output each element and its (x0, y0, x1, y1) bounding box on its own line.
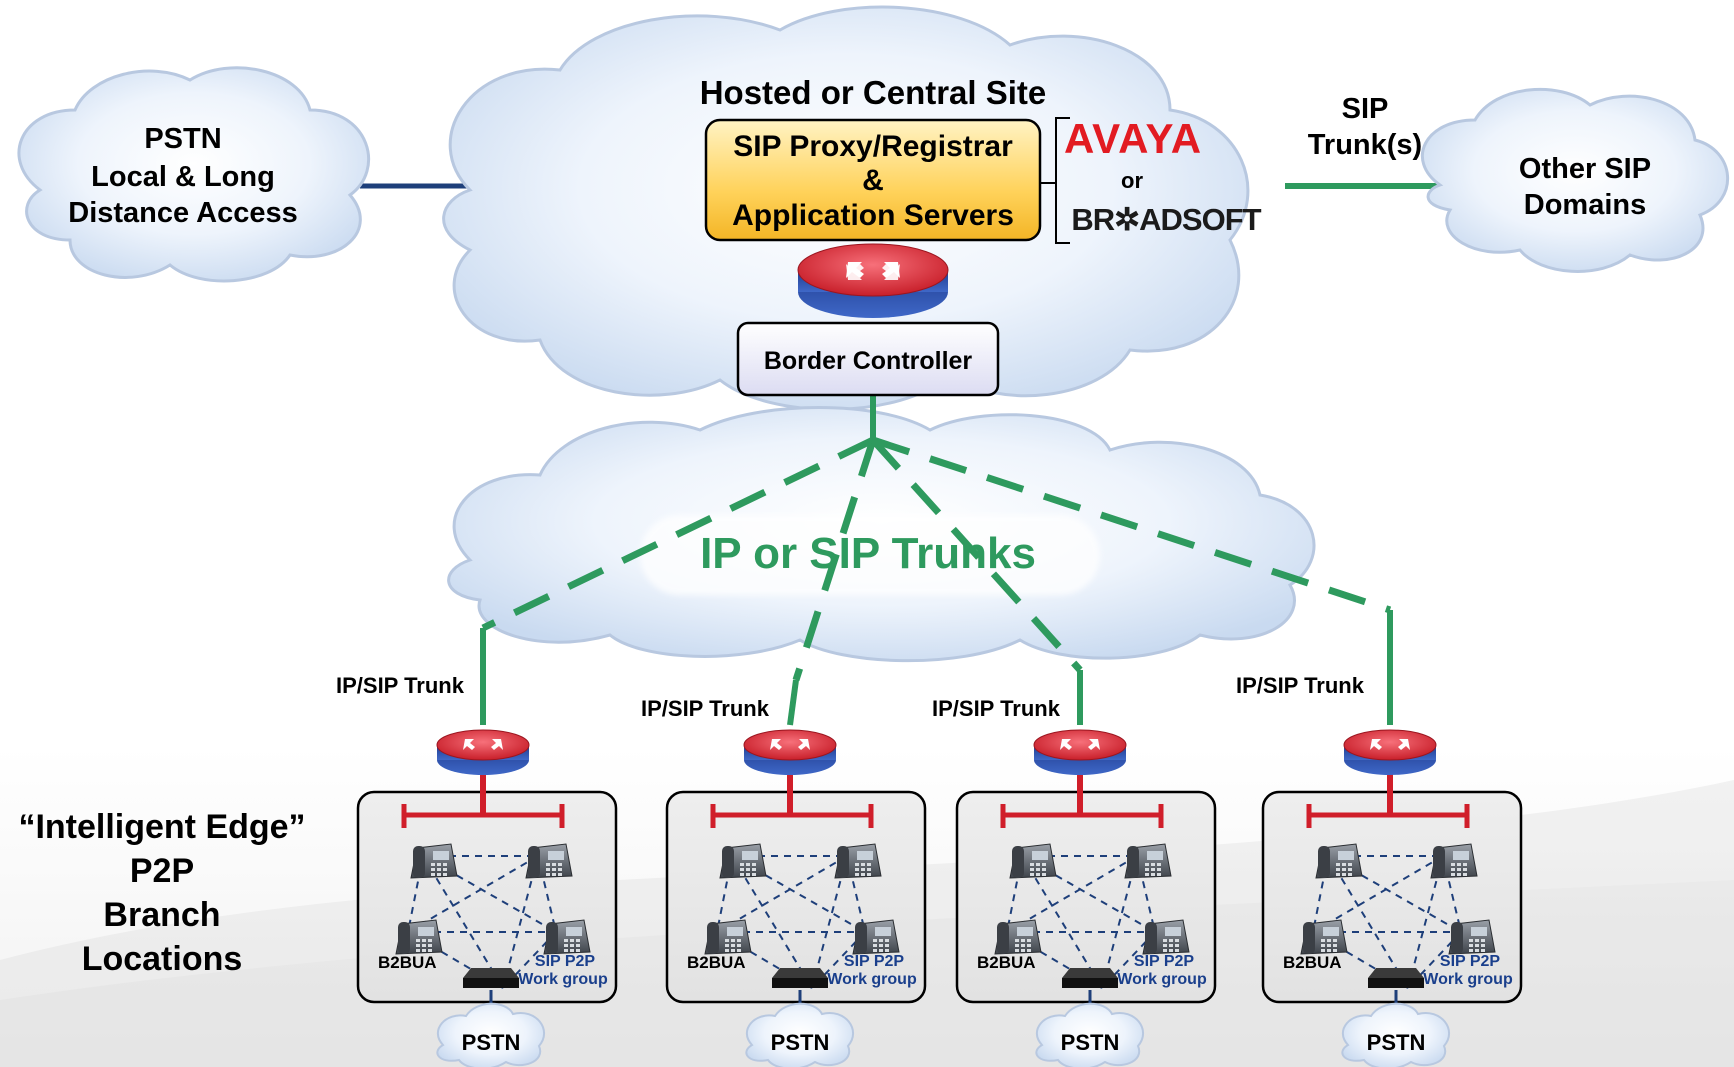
vendor-or: or (1121, 168, 1143, 193)
ip-phone-icon (852, 919, 900, 955)
server-line2: & (862, 164, 884, 197)
workgroup-label-line2: Work group (1117, 971, 1207, 988)
dashed-trunks (481, 436, 1392, 682)
branch-router-icon (1343, 729, 1437, 775)
b2bua-label: B2BUA (378, 953, 437, 972)
dashed-trunk-1 (481, 436, 875, 632)
b2bua-label: B2BUA (687, 953, 746, 972)
trunk-label: IP/SIP Trunk (336, 673, 465, 698)
pstn-cloud-line3: Distance Access (68, 197, 297, 229)
branch-router-icon (436, 729, 530, 775)
trunk-label: IP/SIP Trunk (932, 696, 1061, 721)
b2bua-label: B2BUA (1283, 953, 1342, 972)
sip-trunks-line1: SIP (1342, 93, 1389, 125)
ip-phone-icon (719, 843, 767, 879)
pstn-cloud-line2: Local & Long (91, 161, 275, 193)
edge-label-line3: Branch (103, 896, 220, 934)
ip-phone-icon (1315, 843, 1363, 879)
workgroup-label-line2: Work group (827, 971, 917, 988)
workgroup-label-line1: SIP P2P (1440, 953, 1501, 970)
branch-pstn-cloud (1035, 1002, 1145, 1067)
branch-pstn-label: PSTN (1367, 1030, 1426, 1055)
branch-router-icon (1033, 729, 1127, 775)
ip-phone-icon (1124, 843, 1172, 879)
gateway-icon (463, 968, 519, 988)
branch-pstn-label: PSTN (771, 1030, 830, 1055)
ip-phone-icon (704, 919, 752, 955)
trunks-cloud (447, 406, 1316, 663)
workgroup-label-line1: SIP P2P (1134, 953, 1195, 970)
pstn-cloud (17, 66, 370, 283)
app-server-box (704, 118, 1042, 242)
vendor-bracket (1040, 117, 1070, 244)
ip-phone-icon (543, 919, 591, 955)
border-controller-box (736, 321, 1000, 397)
ip-phone-icon (395, 919, 443, 955)
workgroup-label-line1: SIP P2P (844, 953, 905, 970)
ip-phone-icon (1142, 919, 1190, 955)
workgroup-label-line2: Work group (1423, 971, 1513, 988)
gateway-icon (1368, 968, 1424, 988)
branch-router-icon (743, 729, 837, 775)
dashed-trunk-4 (871, 436, 1392, 614)
ip-phone-icon (525, 843, 573, 879)
trunk-label: IP/SIP Trunk (641, 696, 770, 721)
other-sip-line1: Other SIP (1519, 153, 1651, 185)
avaya-logo: AVAYA (1064, 115, 1202, 162)
gateway-icon (772, 968, 828, 988)
border-controller-label: Border Controller (764, 347, 973, 375)
other-sip-cloud (1420, 87, 1729, 273)
dashed-trunk-2 (792, 438, 877, 682)
workgroup-label-line2: Work group (518, 971, 608, 988)
ip-phone-icon (1300, 919, 1348, 955)
branch-pstn-cloud (745, 1002, 855, 1067)
b2bua-label: B2BUA (977, 953, 1036, 972)
branch-pstn-label: PSTN (1061, 1030, 1120, 1055)
edge-label-line1: “Intelligent Edge” (18, 808, 305, 846)
edge-label-line4: Locations (82, 940, 243, 978)
ip-phone-icon (994, 919, 1042, 955)
ip-phone-icon (1448, 919, 1496, 955)
broadsoft-logo: BR✲ADSOFT (1071, 202, 1261, 237)
ip-phone-icon (1430, 843, 1478, 879)
central-site-title: Hosted or Central Site (700, 74, 1047, 111)
main-router-icon (797, 243, 949, 318)
gateway-icon (1062, 968, 1118, 988)
trunk-label: IP/SIP Trunk (1236, 673, 1365, 698)
branch-pstn-label: PSTN (462, 1030, 521, 1055)
trunk-drops (480, 610, 1393, 726)
ip-phone-icon (1009, 843, 1057, 879)
branch-pstn-cloud (1341, 1002, 1451, 1067)
pstn-cloud-line1: PSTN (144, 123, 221, 155)
branch-pstn-cloud (436, 1002, 546, 1067)
sip-trunks-line2: Trunk(s) (1308, 129, 1422, 161)
trunks-label-halo (640, 515, 1100, 595)
ip-phone-icon (834, 843, 882, 879)
server-line3: Application Servers (732, 199, 1014, 232)
trunks-cloud-label: IP or SIP Trunks (700, 529, 1036, 578)
trunk-drop-2 (787, 679, 799, 726)
other-sip-line2: Domains (1524, 189, 1646, 221)
edge-label-line2: P2P (130, 852, 194, 890)
ip-phone-icon (410, 843, 458, 879)
server-line1: SIP Proxy/Registrar (733, 130, 1013, 163)
dashed-trunk-3 (870, 437, 1083, 673)
workgroup-label-line1: SIP P2P (535, 953, 596, 970)
